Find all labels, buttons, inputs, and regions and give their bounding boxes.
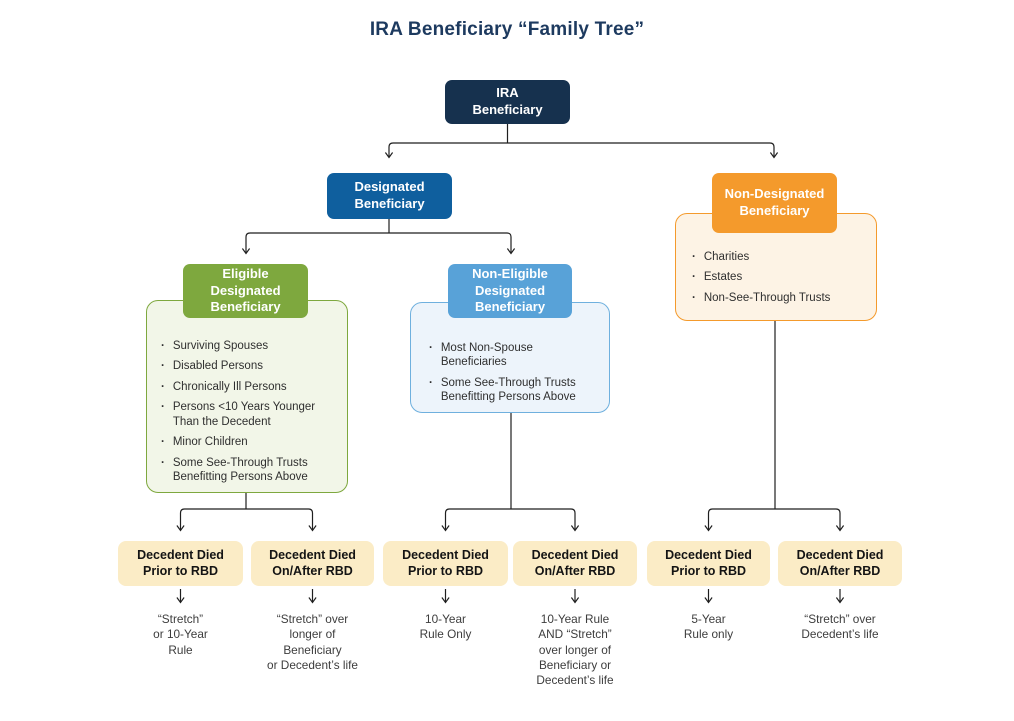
connector-non-designated-to-prior xyxy=(704,508,775,532)
condition-box-prior-rbd-non-eligible: Decedent Died Prior to RBD xyxy=(383,541,508,586)
outcome-text-4: 10-Year Rule AND “Stretch” over longer o… xyxy=(536,612,614,688)
page-title: IRA Beneficiary “Family Tree” xyxy=(369,19,645,40)
list-item: · Minor Children xyxy=(161,435,337,449)
list-item-label: Charities xyxy=(703,251,750,263)
connector-non-eligible-to-prior xyxy=(441,508,511,532)
list-item: · Some See-Through Trusts Benefitting Per… xyxy=(429,376,599,405)
bullet-dot-icon: · xyxy=(161,360,165,373)
condition-box-prior-rbd-eligible: Decedent Died Prior to RBD xyxy=(118,541,243,586)
list-item-label: Disabled Persons xyxy=(172,360,263,373)
condition-box-after-rbd-eligible: Decedent Died On/After RBD xyxy=(251,541,374,586)
bullet-dot-icon: · xyxy=(161,436,165,449)
list-item-label: Estates xyxy=(703,271,743,284)
bullet-dot-icon: · xyxy=(429,376,433,389)
node-designated-beneficiary: Designated Beneficiary xyxy=(327,173,452,219)
bullet-dot-icon: · xyxy=(161,401,165,414)
node-ira-beneficiary: IRA Beneficiary xyxy=(445,80,570,124)
connector-designated-to-non-eligible xyxy=(389,232,516,255)
outcome-text-1: “Stretch” or 10-Year Rule xyxy=(153,612,208,657)
bullet-dot-icon: · xyxy=(429,342,433,354)
list-item-label: Persons <10 Years Younger Than the Deced… xyxy=(172,401,316,428)
non-designated-bullet-list: · Charities · Estates · Non-See-Through Trust… xyxy=(676,214,876,319)
condition-box-after-rbd-non-designated: Decedent Died On/After RBD xyxy=(778,541,902,586)
connector-eligible-to-after xyxy=(246,508,317,532)
panel-eligible-list: · Surviving Spouses · Disabled Persons · Chro… xyxy=(146,300,348,493)
non-eligible-bullet-list: · Most Non-Spouse Beneficiaries · Some See-… xyxy=(411,303,609,419)
condition-box-prior-rbd-non-designated: Decedent Died Prior to RBD xyxy=(647,541,770,586)
list-item: · Charities xyxy=(692,250,864,264)
connector-eligible-to-prior xyxy=(176,508,246,532)
list-item-label: Chronically Ill Persons xyxy=(172,380,287,393)
list-item-label: Most Non-Spouse Beneficiaries xyxy=(440,342,533,369)
outcome-text-5: 5-Year Rule only xyxy=(683,612,734,642)
list-item: · Most Non-Spouse Beneficiaries xyxy=(429,341,599,370)
list-item: · Chronically Ill Persons xyxy=(161,380,337,394)
connector-designated-to-eligible xyxy=(241,232,389,255)
outcome-text-2: “Stretch” over longer of Beneficiary or … xyxy=(267,612,358,672)
node-eligible-designated-beneficiary: Eligible Designated Beneficiary xyxy=(183,264,308,318)
node-non-designated-beneficiary: Non-Designated Beneficiary xyxy=(712,173,837,233)
list-item-label: Minor Children xyxy=(172,436,248,449)
outcome-text-3: 10-Year Rule Only xyxy=(419,612,472,642)
bullet-dot-icon: · xyxy=(161,380,165,393)
list-item: · Disabled Persons xyxy=(161,359,337,373)
list-item: · Estates xyxy=(692,270,864,284)
bullet-dot-icon: · xyxy=(692,291,696,304)
list-item-label: Surviving Spouses xyxy=(172,340,269,352)
bullet-dot-icon: · xyxy=(692,271,696,284)
connector-root-to-non-designated xyxy=(507,142,779,159)
node-non-eligible-designated-beneficiary: Non-Eligible Designated Beneficiary xyxy=(448,264,572,318)
list-item: · Surviving Spouses xyxy=(161,339,337,353)
connector-non-designated-to-after xyxy=(775,508,845,532)
list-item: · Non-See-Through Trusts xyxy=(692,291,864,305)
list-item-label: Some See-Through Trusts Benefitting Pers… xyxy=(172,456,308,484)
eligible-bullet-list: · Surviving Spouses · Disabled Persons · Chro… xyxy=(147,301,347,499)
connector-root-to-designated xyxy=(384,142,508,159)
connector-non-eligible-to-after xyxy=(511,508,580,532)
bullet-dot-icon: · xyxy=(161,340,165,352)
panel-non-eligible-list: · Most Non-Spouse Beneficiaries · Some See-… xyxy=(410,302,610,413)
bullet-dot-icon: · xyxy=(692,251,696,263)
list-item-label: Some See-Through Trusts Benefitting Pers… xyxy=(440,376,576,404)
list-item: · Persons <10 Years Younger Than the Dece… xyxy=(161,400,337,429)
list-item: · Some See-Through Trusts Benefitting Per… xyxy=(161,456,337,485)
bullet-dot-icon: · xyxy=(161,456,165,469)
outcome-text-6: “Stretch” over Decedent’s life xyxy=(801,612,879,642)
list-item-label: Non-See-Through Trusts xyxy=(703,291,831,304)
condition-box-after-rbd-non-eligible: Decedent Died On/After RBD xyxy=(513,541,637,586)
